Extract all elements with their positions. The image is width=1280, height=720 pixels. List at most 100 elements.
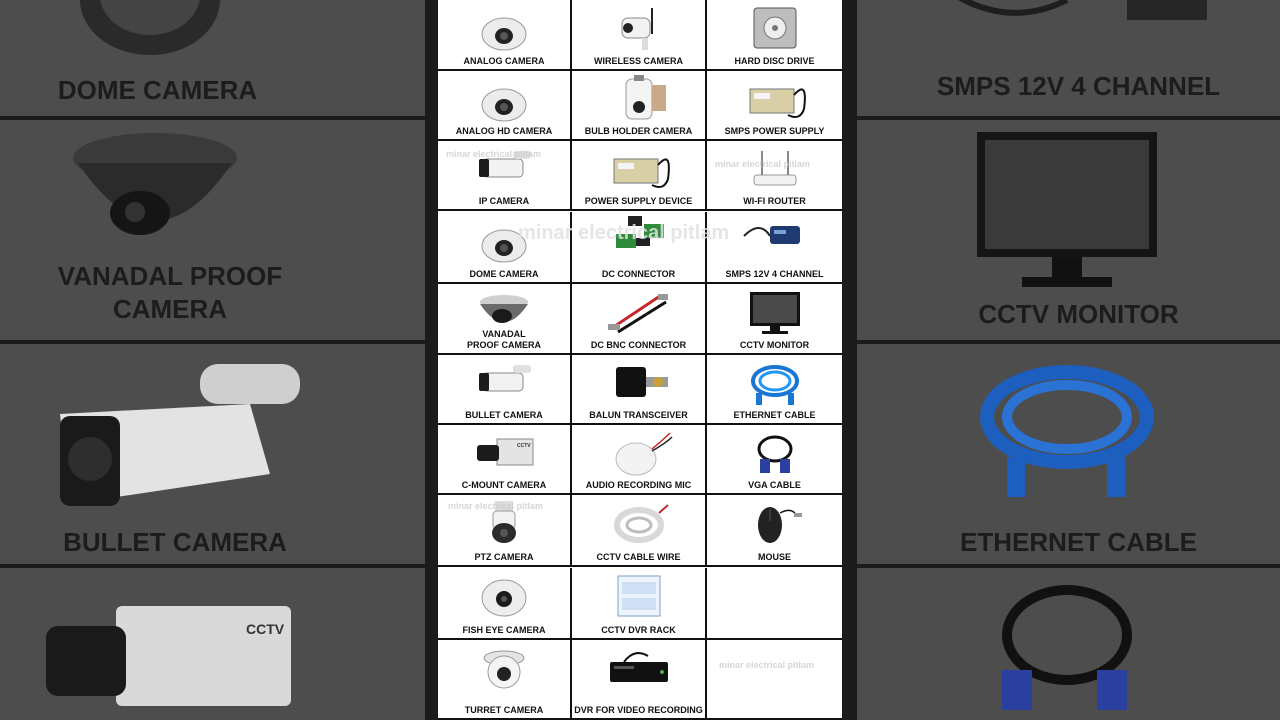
product-tile: DC BNC CONNECTOR xyxy=(572,283,707,355)
product-tile: MOUSE xyxy=(707,495,842,568)
bg-label: BULLET CAMERA xyxy=(63,527,287,557)
product-tile xyxy=(707,567,842,640)
product-tile: POWER SUPPLY DEVICE xyxy=(572,141,707,212)
product-tile: BULB HOLDER CAMERA xyxy=(572,71,707,142)
product-label: ETHERNET CABLE xyxy=(733,409,816,420)
dome-camera-icon xyxy=(80,0,220,55)
ethernet-cable-icon xyxy=(980,365,1154,497)
dc-connector-icon xyxy=(615,215,664,248)
vga-cable-icon xyxy=(1002,585,1132,710)
product-label: ANALOG HD CAMERA xyxy=(455,126,553,137)
power-adapter-icon xyxy=(742,225,800,244)
product-label: DOME CAMERA xyxy=(469,268,539,279)
bullet-camera-icon xyxy=(60,364,300,506)
product-tile: SMPS 12V 4 CHANNEL xyxy=(707,211,842,284)
power-supply-icon xyxy=(749,88,806,119)
watermark: minar electrical pitlam xyxy=(446,149,542,160)
product-tile: SMPS POWER SUPPLY xyxy=(707,71,842,142)
balun-icon xyxy=(615,366,668,397)
product-label: POWER SUPPLY DEVICE xyxy=(584,196,693,207)
product-label: TURRET CAMERA xyxy=(464,704,544,715)
product-tile: DOME CAMERA xyxy=(438,211,572,284)
product-label: BALUN TRANSCEIVER xyxy=(589,409,688,420)
product-label: CCTV DVR RACK xyxy=(601,624,676,635)
product-tile: DC CONNECTOR xyxy=(572,211,707,284)
power-supply-icon xyxy=(613,158,670,189)
svg-text:CCTV: CCTV xyxy=(246,621,285,637)
product-label: IP CAMERA xyxy=(478,196,530,207)
product-tile: BULLET CAMERA xyxy=(438,354,572,425)
product-label: AUDIO RECORDING MIC xyxy=(585,480,692,491)
bnc-connector-icon xyxy=(607,293,668,334)
bg-panel-left-4: CCTV xyxy=(0,568,425,720)
product-tile: AUDIO RECORDING MIC xyxy=(572,425,707,496)
ethernet-cable-icon xyxy=(750,364,799,405)
ptz-camera-icon xyxy=(492,501,516,544)
product-label: PTZ CAMERA xyxy=(474,552,534,563)
bg-label: VANADAL PROOF CAMERA xyxy=(57,261,283,324)
product-grid: ANALOG CAMERA WIRELESS CAMERA HARD DISC DR… xyxy=(438,0,842,720)
product-label: VANADAL PROOF CAMERA xyxy=(467,328,541,350)
product-label: CCTV CABLE WIRE xyxy=(596,552,681,563)
product-label: DC BNC CONNECTOR xyxy=(590,339,687,350)
blank-icon xyxy=(740,572,810,620)
watermark: minar electrical pitlam xyxy=(719,659,815,670)
product-tile: IP CAMERA minar electrical pitlam xyxy=(438,141,572,212)
router-icon xyxy=(753,151,796,186)
bg-panel-right-1: SMPS 12V 4 CHANNEL xyxy=(857,0,1280,116)
microphone-icon xyxy=(615,432,673,476)
vandal-dome-icon xyxy=(480,294,528,323)
wireless-camera-icon xyxy=(621,8,653,50)
product-tile: FISH EYE CAMERA xyxy=(438,567,572,640)
product-label: SMPS POWER SUPPLY xyxy=(724,126,825,137)
power-adapter-icon xyxy=(957,0,1207,20)
product-label: BULB HOLDER CAMERA xyxy=(584,126,693,137)
watermark: minar electrical pitlam xyxy=(448,501,544,512)
product-tile: CCTV C-MOUNT CAMERA xyxy=(438,425,572,496)
product-tile: ETHERNET CABLE xyxy=(707,354,842,425)
product-tile: VANADAL PROOF CAMERA xyxy=(438,283,572,355)
product-tile: BALUN TRANSCEIVER xyxy=(572,354,707,425)
product-label: DVR FOR VIDEO RECORDING xyxy=(574,704,703,715)
hard-disk-icon xyxy=(753,7,796,49)
product-label: DC CONNECTOR xyxy=(601,268,676,279)
product-tile: DVR FOR VIDEO RECORDING xyxy=(572,639,707,720)
dvr-icon xyxy=(609,651,668,682)
product-tile: CCTV DVR RACK xyxy=(572,567,707,640)
dome-camera-icon xyxy=(481,17,527,51)
bg-label: CCTV MONITOR xyxy=(978,299,1179,329)
dome-camera-icon xyxy=(481,88,527,122)
svg-text:CCTV: CCTV xyxy=(517,443,531,449)
product-label: FISH EYE CAMERA xyxy=(462,624,546,635)
product-tile: ANALOG HD CAMERA xyxy=(438,71,572,142)
turret-camera-icon xyxy=(483,650,525,689)
product-tile: WIRELESS CAMERA xyxy=(572,0,707,71)
product-tile: HARD DISC DRIVE xyxy=(707,0,842,71)
bg-label: DOME CAMERA xyxy=(57,75,258,105)
product-label: SMPS 12V 4 CHANNEL xyxy=(725,268,824,279)
product-tile: CCTV CABLE WIRE xyxy=(572,495,707,568)
watermark: minar electrical pitlam xyxy=(518,222,730,244)
box-camera-icon: CCTV xyxy=(477,438,534,466)
mouse-icon xyxy=(757,507,802,544)
bg-label: SMPS 12V 4 CHANNEL xyxy=(936,71,1221,101)
bg-label: ETHERNET CABLE xyxy=(960,527,1197,557)
dome-camera-icon xyxy=(481,229,527,263)
bg-panel-right-4 xyxy=(857,568,1280,720)
vga-cable-icon xyxy=(757,435,792,474)
bg-panel-right-3: ETHERNET CABLE xyxy=(857,344,1280,564)
box-camera-icon: CCTV xyxy=(46,606,291,706)
monitor-icon xyxy=(749,291,800,334)
product-tile: ANALOG CAMERA xyxy=(438,0,572,71)
watermark: minar electrical pitlam xyxy=(715,159,811,170)
bg-panel-left-1: DOME CAMERA xyxy=(0,0,425,116)
vandal-dome-icon xyxy=(73,133,237,235)
product-label: C-MOUNT CAMERA xyxy=(461,480,547,491)
product-tile: TURRET CAMERA xyxy=(438,639,572,720)
product-label: WIRELESS CAMERA xyxy=(593,56,683,66)
cable-coil-icon xyxy=(613,504,669,544)
product-tile: CCTV MONITOR xyxy=(707,283,842,355)
product-label: VGA CABLE xyxy=(748,480,801,491)
rack-icon xyxy=(617,575,660,617)
